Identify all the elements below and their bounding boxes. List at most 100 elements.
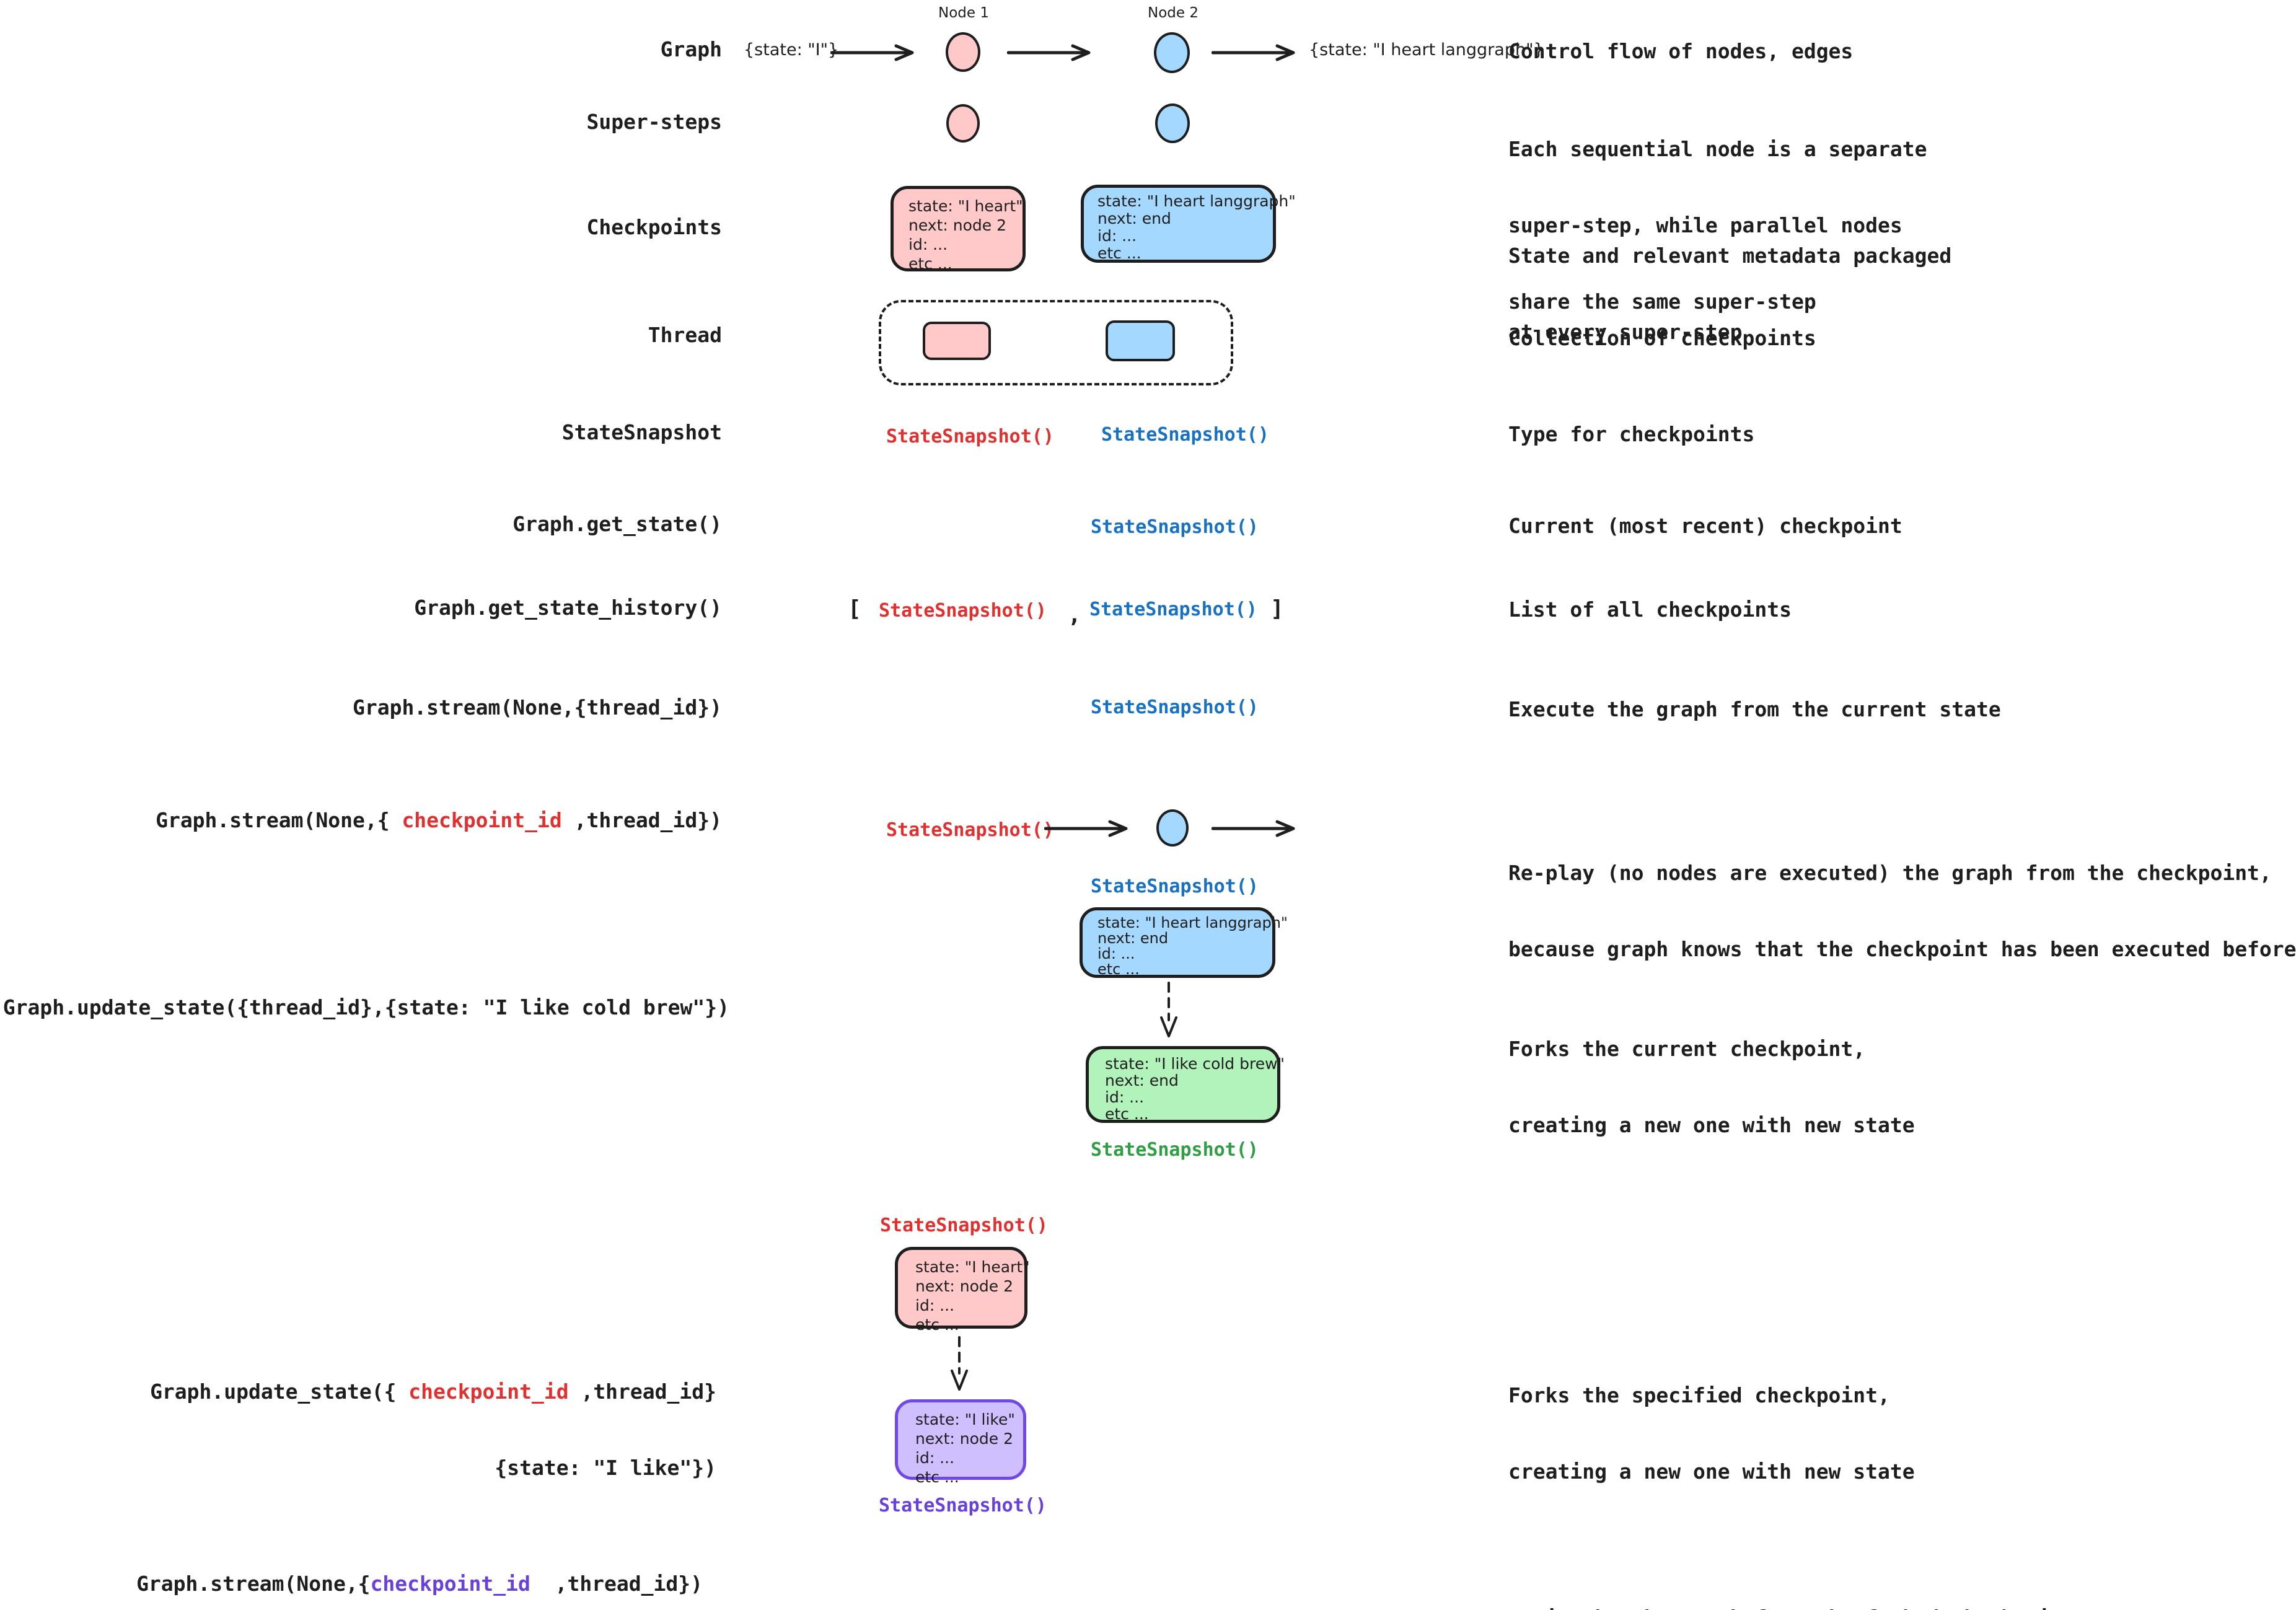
- row-label-graph: Graph: [660, 37, 722, 61]
- checkpoint-line: next: end: [1105, 1071, 1179, 1089]
- row-label-get-state-history: Graph.get_state_history(): [414, 596, 722, 620]
- checkpoint-line: etc ...: [1097, 244, 1141, 262]
- desc-replay: Re-play (no nodes are executed) the grap…: [1508, 809, 2296, 1013]
- desc-stream-thread: Execute the graph from the current state: [1508, 697, 2001, 721]
- update-label-checkpoint-id: checkpoint_id: [408, 1379, 569, 1404]
- fork-current-bottom-box: state: "I like cold brew" next: end id: …: [1086, 1046, 1285, 1123]
- fork-specified-bottom-call: StateSnapshot(): [879, 1495, 1047, 1516]
- statesnapshot-red-call: StateSnapshot(): [886, 426, 1054, 447]
- checkpoint-line: state: "I heart langgraph": [1097, 192, 1296, 210]
- desc-line: Each sequential node is a separate: [1508, 137, 1927, 161]
- update-state-checkpoint-line1: Graph.update_state({ checkpoint_id ,thre…: [150, 1379, 716, 1404]
- desc-line: Re-play (no nodes are executed) the grap…: [1508, 861, 2272, 885]
- update-state-checkpoint-line2: {state: "I like"}): [495, 1456, 716, 1480]
- history-blue-call: StateSnapshot(): [1089, 599, 1257, 620]
- stream-thread-call: StateSnapshot(): [1091, 697, 1259, 718]
- desc-graph: Control flow of nodes, edges: [1508, 39, 1854, 63]
- row-label-get-state: Graph.get_state(): [512, 512, 722, 536]
- checkpoint-line: state: "I like cold brew": [1105, 1055, 1285, 1073]
- checkpoint-line: id: ...: [908, 235, 948, 253]
- checkpoint-line: etc ...: [1105, 1105, 1149, 1123]
- checkpoint-line: state: "I heart langgraph": [1097, 914, 1288, 931]
- replay-label-post: ,thread_id}): [561, 808, 722, 832]
- graph-input-state: {state: "I"}: [744, 40, 839, 59]
- desc-line: State and relevant metadata packaged: [1508, 244, 1952, 268]
- checkpoint-line: etc ...: [915, 1316, 959, 1334]
- desc-line: because graph knows that the checkpoint …: [1508, 937, 2296, 961]
- fork-specified-bottom-box: state: "I like" next: node 2 id: ... etc…: [895, 1399, 1026, 1486]
- row-label-thread: Thread: [648, 323, 722, 347]
- checkpoint-line: id: ...: [915, 1296, 955, 1314]
- thread-container: [879, 300, 1233, 385]
- node2-label: Node 2: [1148, 5, 1199, 21]
- row-label-update-state-checkpoint: Graph.update_state({ checkpoint_id ,thre…: [150, 1328, 716, 1531]
- checkpoint-line: next: end: [1097, 209, 1171, 227]
- desc-line: Re-invoke the graph from the forked chec…: [1508, 1605, 2136, 1610]
- row-label-reinvoke: Graph.stream(None,{checkpoint_id ,thread…: [136, 1572, 703, 1596]
- node1-circle: [946, 32, 980, 72]
- replay-snapshot-call: StateSnapshot(): [886, 819, 1054, 841]
- update-label-post: ,thread_id}: [568, 1379, 716, 1404]
- arrow-right-icon: [830, 44, 914, 61]
- history-red-call: StateSnapshot(): [879, 600, 1047, 622]
- desc-line: creating a new one with new state: [1508, 1459, 1915, 1484]
- desc-line: at every super-step: [1508, 320, 1743, 344]
- replay-label-checkpoint-id: checkpoint_id: [402, 808, 562, 832]
- desc-checkpoints: State and relevant metadata packaged at …: [1508, 192, 1951, 395]
- desc-line: creating a new one with new state: [1508, 1113, 1915, 1137]
- fork-current-bottom-call: StateSnapshot(): [1091, 1139, 1259, 1161]
- row-label-statesnapshot: StateSnapshot: [561, 420, 722, 444]
- fork-specified-top-call: StateSnapshot(): [880, 1215, 1048, 1236]
- row-label-super-steps: Super-steps: [586, 110, 722, 134]
- checkpoint-line: state: "I like": [915, 1410, 1015, 1428]
- desc-line: share the same super-step: [1508, 289, 1816, 314]
- checkpoint-line: id: ...: [1097, 945, 1135, 962]
- desc-super-steps: Each sequential node is a separate super…: [1508, 86, 1927, 365]
- checkpoint-line: next: end: [1097, 930, 1169, 947]
- row-label-replay: Graph.stream(None,{ checkpoint_id ,threa…: [156, 808, 722, 832]
- row-label-update-state-thread: Graph.update_state({thread_id},{state: "…: [2, 995, 729, 1019]
- desc-get-state-history: List of all checkpoints: [1508, 597, 1792, 622]
- checkpoint-line: next: node 2: [915, 1430, 1013, 1448]
- row-label-stream-thread: Graph.stream(None,{thread_id}): [352, 695, 722, 719]
- desc-line: super-step, while parallel nodes: [1508, 213, 1902, 237]
- graph-output-state: {state: "I heart langgraph"}: [1309, 40, 1544, 59]
- desc-statesnapshot: Type for checkpoints: [1508, 422, 1755, 446]
- reinvoke-label-checkpoint-id: checkpoint_id: [370, 1572, 530, 1596]
- update-label-pre: Graph.update_state({: [150, 1379, 409, 1404]
- desc-fork-specified: Forks the specified checkpoint, creating…: [1508, 1332, 1915, 1535]
- reinvoke-label-pre: Graph.stream(None,{: [136, 1572, 371, 1596]
- superstep-node1-circle: [946, 104, 980, 143]
- arrow-right-icon: [1044, 820, 1128, 837]
- arrow-right-icon: [1212, 44, 1295, 61]
- history-bracket-close: ]: [1270, 596, 1284, 622]
- checkpoint-line: state: "I heart": [915, 1258, 1030, 1276]
- history-bracket-open: [: [848, 596, 861, 622]
- desc-thread: Collection of checkpoints: [1508, 326, 1816, 350]
- desc-line: Forks the specified checkpoint,: [1508, 1383, 1890, 1407]
- checkpoint-line: etc ...: [915, 1468, 959, 1486]
- checkpoint-line: etc ...: [1097, 961, 1140, 978]
- checkpoint-pink-box: state: "I heart" next: node 2 id: ... et…: [891, 186, 1026, 273]
- checkpoint-line: next: node 2: [908, 216, 1006, 234]
- dashed-arrow-down-icon: [1160, 982, 1177, 1037]
- fork-current-top-call: StateSnapshot(): [1091, 876, 1259, 897]
- node2-circle: [1154, 32, 1190, 73]
- node1-label: Node 1: [938, 5, 989, 21]
- arrow-right-icon: [1007, 44, 1091, 61]
- checkpoint-blue-box: state: "I heart langgraph" next: end id:…: [1081, 185, 1296, 263]
- arrow-right-icon: [1212, 820, 1295, 837]
- replay-label-pre: Graph.stream(None,{: [156, 808, 402, 832]
- statesnapshot-blue-call: StateSnapshot(): [1101, 424, 1269, 446]
- checkpoint-line: state: "I heart": [908, 197, 1023, 215]
- get-state-call: StateSnapshot(): [1091, 516, 1259, 538]
- fork-current-top-box: state: "I heart langgraph" next: end id:…: [1080, 907, 1288, 978]
- checkpoint-line: id: ...: [915, 1449, 955, 1467]
- fork-specified-top-box: state: "I heart" next: node 2 id: ... et…: [895, 1247, 1030, 1334]
- desc-line: Forks the current checkpoint,: [1508, 1037, 1866, 1061]
- dashed-arrow-down-icon: [951, 1336, 968, 1391]
- checkpoint-line: next: node 2: [915, 1277, 1013, 1295]
- reinvoke-label-post: ,thread_id}): [530, 1572, 703, 1596]
- checkpoint-line: etc ...: [908, 255, 952, 273]
